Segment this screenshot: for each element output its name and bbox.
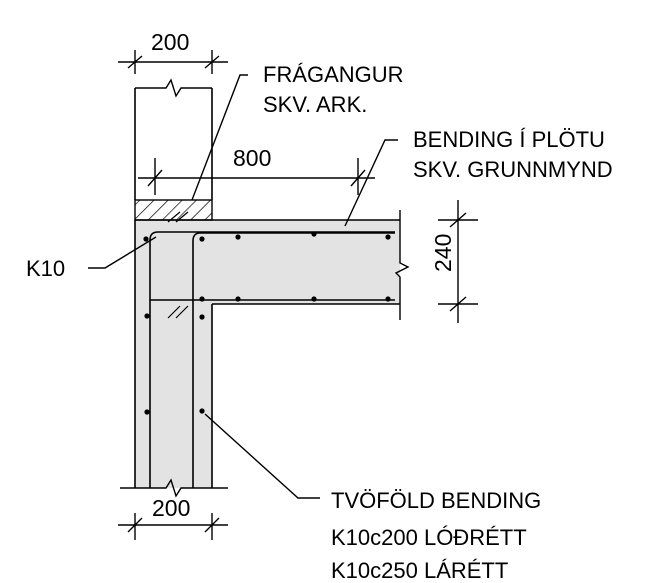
leaders [88, 74, 398, 499]
slab-rebar-label-line2: SKV. GRUNNMYND [413, 157, 613, 182]
dim-slab-span-label: 800 [233, 145, 272, 171]
finish-hatch [134, 199, 213, 221]
dim-wall-bottom [118, 513, 228, 540]
upper-wall [134, 78, 213, 200]
dim-slab-span [138, 158, 375, 195]
dim-wall-top [118, 50, 228, 74]
dim-slab-thickness [438, 200, 478, 323]
slab-concrete [212, 220, 400, 304]
wall-rebar-label-line1: TVÖFÖLD BENDING [331, 488, 542, 513]
wall-break-line [120, 478, 228, 498]
concrete-section [134, 219, 400, 488]
corner-bar-label: K10 [26, 256, 66, 281]
dim-wall-top-label: 200 [151, 29, 190, 55]
wall-concrete [135, 220, 212, 488]
finish-label-line1: FRÁGANGUR [263, 62, 404, 87]
slab-break-line [394, 210, 410, 320]
wall-rebar-label-line2: K10c200 LÓÐRÉTT [331, 525, 527, 550]
dim-wall-bottom-label: 200 [152, 495, 191, 521]
wall-rebar-label-line3: K10c250 LÁRÉTT [331, 558, 509, 583]
dim-slab-thickness-label: 240 [430, 233, 456, 272]
slab-rebar-label-line1: BENDING Í PLÖTU [413, 127, 605, 152]
finish-label-line2: SKV. ARK. [263, 92, 368, 117]
